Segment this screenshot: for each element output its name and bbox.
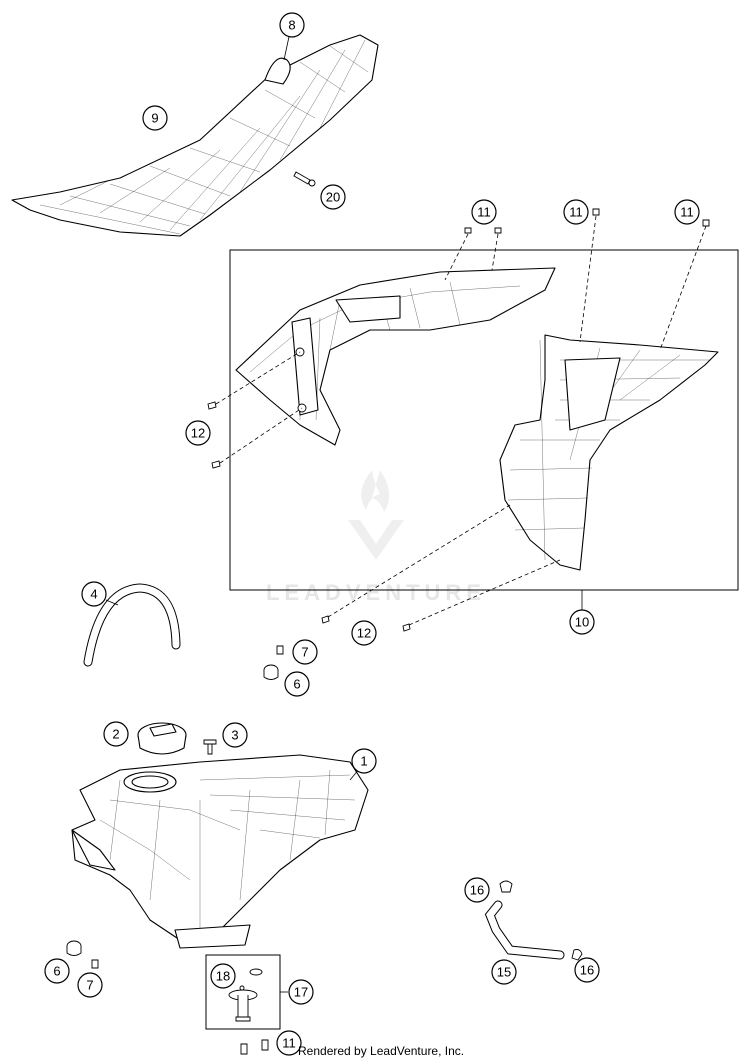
svg-text:11: 11: [680, 205, 694, 220]
fuel-tap-drawing: [228, 968, 269, 1055]
callout-3: 3: [222, 722, 248, 748]
svg-text:11: 11: [477, 205, 491, 220]
svg-text:15: 15: [497, 965, 511, 980]
callout-6-b: 6: [44, 958, 70, 984]
callout-11-d: 11: [276, 1030, 302, 1056]
vent-hose-drawing: [83, 583, 181, 667]
right-shroud-drawing: [499, 334, 719, 571]
callout-20: 20: [320, 184, 346, 210]
fuel-hose-drawing: [484, 880, 583, 961]
svg-text:11: 11: [282, 1036, 296, 1051]
svg-text:6: 6: [293, 677, 300, 692]
svg-text:6: 6: [53, 964, 60, 979]
svg-text:20: 20: [326, 190, 340, 205]
callout-18: 18: [210, 963, 236, 989]
callout-17: 17: [288, 979, 314, 1005]
callout-11-a: 11: [471, 199, 497, 225]
callout-2: 2: [103, 721, 129, 747]
callout-15: 15: [491, 959, 517, 985]
bushing-parts-lower: [66, 940, 99, 969]
svg-text:9: 9: [151, 111, 158, 126]
callout-16-b: 16: [574, 957, 600, 983]
svg-text:10: 10: [575, 615, 589, 630]
callout-11-b: 11: [563, 199, 589, 225]
fuel-cap-drawing: [137, 722, 217, 755]
svg-text:2: 2: [112, 727, 119, 742]
svg-text:3: 3: [231, 728, 238, 743]
callout-12-b: 12: [351, 620, 377, 646]
svg-text:11: 11: [569, 205, 583, 220]
svg-text:16: 16: [580, 963, 594, 978]
seat-drawing: [11, 34, 379, 237]
svg-text:1: 1: [360, 754, 367, 769]
callout-7-b: 7: [77, 972, 103, 998]
svg-text:8: 8: [288, 18, 295, 33]
svg-text:12: 12: [357, 626, 371, 641]
svg-text:7: 7: [301, 645, 308, 660]
watermark-text: LEADVENTURE: [266, 580, 486, 605]
callout-16-a: 16: [464, 877, 490, 903]
side-panel-kit-frame: [229, 249, 739, 591]
rendered-by-credit: Rendered by LeadVenture, Inc.: [298, 1044, 465, 1058]
callout-12-a: 12: [185, 420, 211, 446]
callout-9: 9: [142, 105, 168, 131]
screws: [207, 208, 710, 632]
callout-8: 8: [279, 12, 305, 38]
svg-text:18: 18: [216, 969, 230, 984]
watermark: LEADVENTURE: [266, 470, 486, 605]
callout-7-a: 7: [292, 639, 318, 665]
callout-10: 10: [569, 609, 595, 635]
screw-paths: [215, 215, 707, 626]
callout-6-a: 6: [284, 671, 310, 697]
callout-4: 4: [81, 581, 107, 607]
svg-text:12: 12: [191, 426, 205, 441]
bushing-parts-upper: [263, 645, 284, 680]
svg-text:4: 4: [90, 587, 97, 602]
svg-text:7: 7: [86, 978, 93, 993]
fuel-tank-drawing: [71, 754, 369, 949]
svg-text:17: 17: [294, 985, 308, 1000]
svg-text:16: 16: [470, 883, 484, 898]
callout-1: 1: [351, 748, 377, 774]
left-shroud-drawing: [235, 267, 556, 446]
callout-11-c: 11: [674, 199, 700, 225]
